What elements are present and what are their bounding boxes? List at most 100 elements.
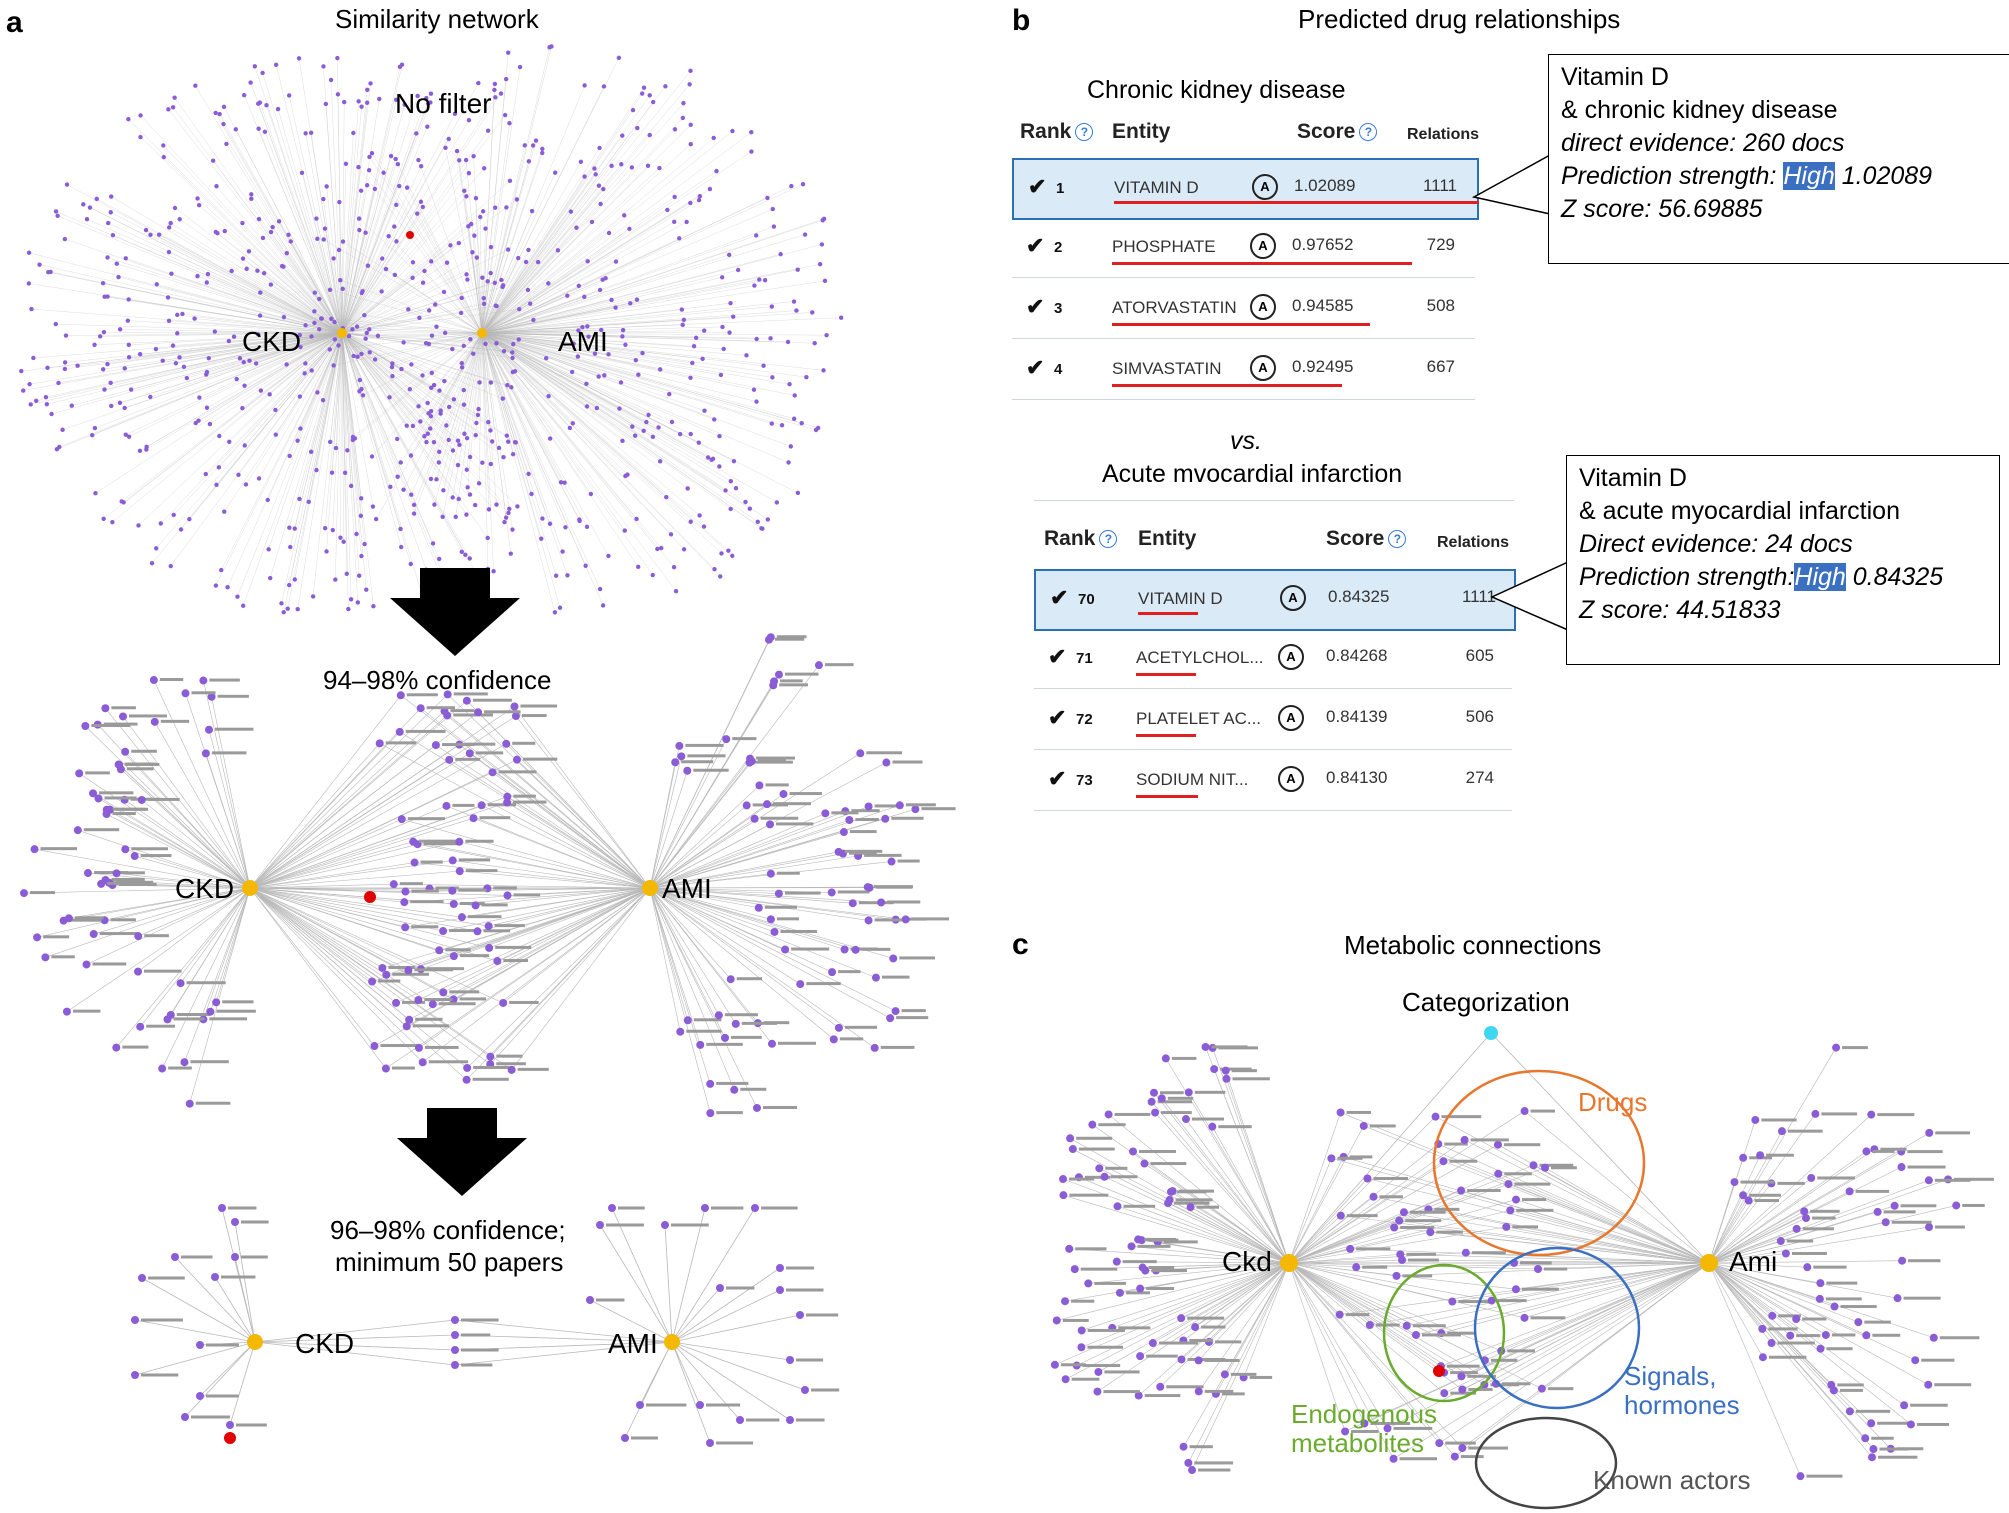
network-node: [786, 1356, 794, 1364]
network-node: [303, 323, 308, 328]
network-node: [1898, 1256, 1907, 1265]
network-node: [196, 1341, 204, 1349]
entity-cell[interactable]: PHOSPHATE: [1112, 237, 1216, 256]
network-edge: [331, 318, 483, 334]
network-node: [414, 996, 423, 1005]
network-node: [656, 425, 661, 430]
entity-cell[interactable]: ACETYLCHOL...: [1136, 648, 1264, 667]
node-label: [392, 972, 429, 976]
relations-header[interactable]: Relations: [1437, 534, 1510, 551]
network-node: [428, 476, 434, 482]
network-edge: [1138, 1262, 1290, 1396]
network-edge: [362, 332, 483, 396]
node-label: [1778, 1314, 1801, 1318]
network-edge: [341, 332, 432, 417]
network-node: [1100, 1172, 1109, 1181]
node-label: [1503, 1143, 1541, 1147]
network-edge: [481, 332, 580, 522]
rank-header[interactable]: Rank?: [1020, 120, 1094, 144]
node-label: [1146, 1287, 1175, 1291]
entity-header[interactable]: Entity: [1112, 120, 1171, 143]
network-node: [64, 914, 73, 923]
network-node: [680, 322, 685, 328]
network-edge: [464, 332, 483, 434]
analysis-badge-icon[interactable]: A: [1278, 766, 1304, 792]
network-edge: [481, 332, 562, 483]
network-node: [398, 526, 403, 532]
entity-cell[interactable]: VITAMIN D: [1114, 178, 1199, 197]
network-edge: [671, 1207, 706, 1343]
network-edge: [249, 887, 383, 969]
node-label: [458, 858, 491, 862]
analysis-badge-icon[interactable]: A: [1278, 644, 1304, 670]
endogenous-label: Endogenous metabolites: [1291, 1399, 1438, 1458]
callout2-line2: & acute myocardial infarction: [1579, 497, 1900, 525]
network-edge: [1288, 1262, 1453, 1302]
entity-header[interactable]: Entity: [1138, 527, 1197, 550]
network-edge: [481, 332, 516, 372]
score-cell: 0.94585: [1292, 296, 1354, 315]
network-node: [675, 741, 684, 750]
score-header[interactable]: Score?: [1326, 527, 1407, 551]
network-node: [45, 365, 50, 370]
analysis-badge-icon[interactable]: A: [1250, 294, 1276, 320]
entity-cell[interactable]: PLATELET AC...: [1136, 709, 1262, 728]
network-node: [402, 102, 407, 107]
network-node: [175, 331, 180, 336]
entity-cell[interactable]: VITAMIN D: [1138, 589, 1223, 608]
node-label: [1470, 1138, 1509, 1142]
network-edge: [341, 332, 423, 596]
network-edge: [405, 887, 651, 892]
node-label: [479, 816, 511, 820]
help-icon[interactable]: ?: [1359, 123, 1378, 142]
entity-cell[interactable]: ATORVASTATIN: [1112, 298, 1237, 317]
analysis-badge-icon[interactable]: A: [1250, 233, 1276, 259]
analysis-badge-icon[interactable]: A: [1280, 585, 1306, 611]
entity-cell[interactable]: SIMVASTATIN: [1112, 359, 1222, 378]
network-node: [344, 571, 349, 576]
network-edge: [229, 332, 343, 442]
relations-header[interactable]: Relations: [1407, 126, 1480, 143]
network-edge: [481, 332, 588, 527]
network-node: [1431, 1112, 1440, 1121]
network-edge: [1441, 1262, 1710, 1334]
network-edge: [1460, 1190, 1710, 1264]
network-edge: [1708, 1217, 1807, 1264]
help-icon[interactable]: ?: [1099, 530, 1118, 549]
network-node: [1112, 1257, 1121, 1266]
help-icon[interactable]: ?: [1075, 123, 1094, 142]
help-icon[interactable]: ?: [1388, 530, 1407, 549]
network-node: [44, 402, 50, 407]
network-edge: [206, 282, 343, 334]
network-edge: [100, 332, 343, 337]
node-label: [144, 969, 182, 973]
network-edge: [1708, 1262, 1797, 1320]
node-label: [777, 1041, 816, 1045]
network-node: [292, 577, 298, 582]
network-node: [602, 373, 607, 378]
entity-cell[interactable]: SODIUM NIT...: [1136, 770, 1249, 789]
network-node: [474, 708, 483, 717]
node-label: [858, 901, 894, 905]
rank-cell: 2: [1054, 239, 1063, 256]
network-node: [552, 610, 558, 615]
analysis-badge-icon[interactable]: A: [1252, 174, 1278, 200]
network-node: [401, 887, 410, 896]
network-edge: [1393, 1262, 1710, 1459]
node-label: [1194, 1461, 1234, 1465]
network-edge: [96, 198, 343, 334]
analysis-badge-icon[interactable]: A: [1278, 705, 1304, 731]
rank-header[interactable]: Rank?: [1044, 527, 1118, 551]
analysis-badge-icon[interactable]: A: [1250, 355, 1276, 381]
score-header[interactable]: Score?: [1297, 120, 1378, 144]
node-label: [522, 757, 558, 761]
network-node: [392, 272, 398, 278]
